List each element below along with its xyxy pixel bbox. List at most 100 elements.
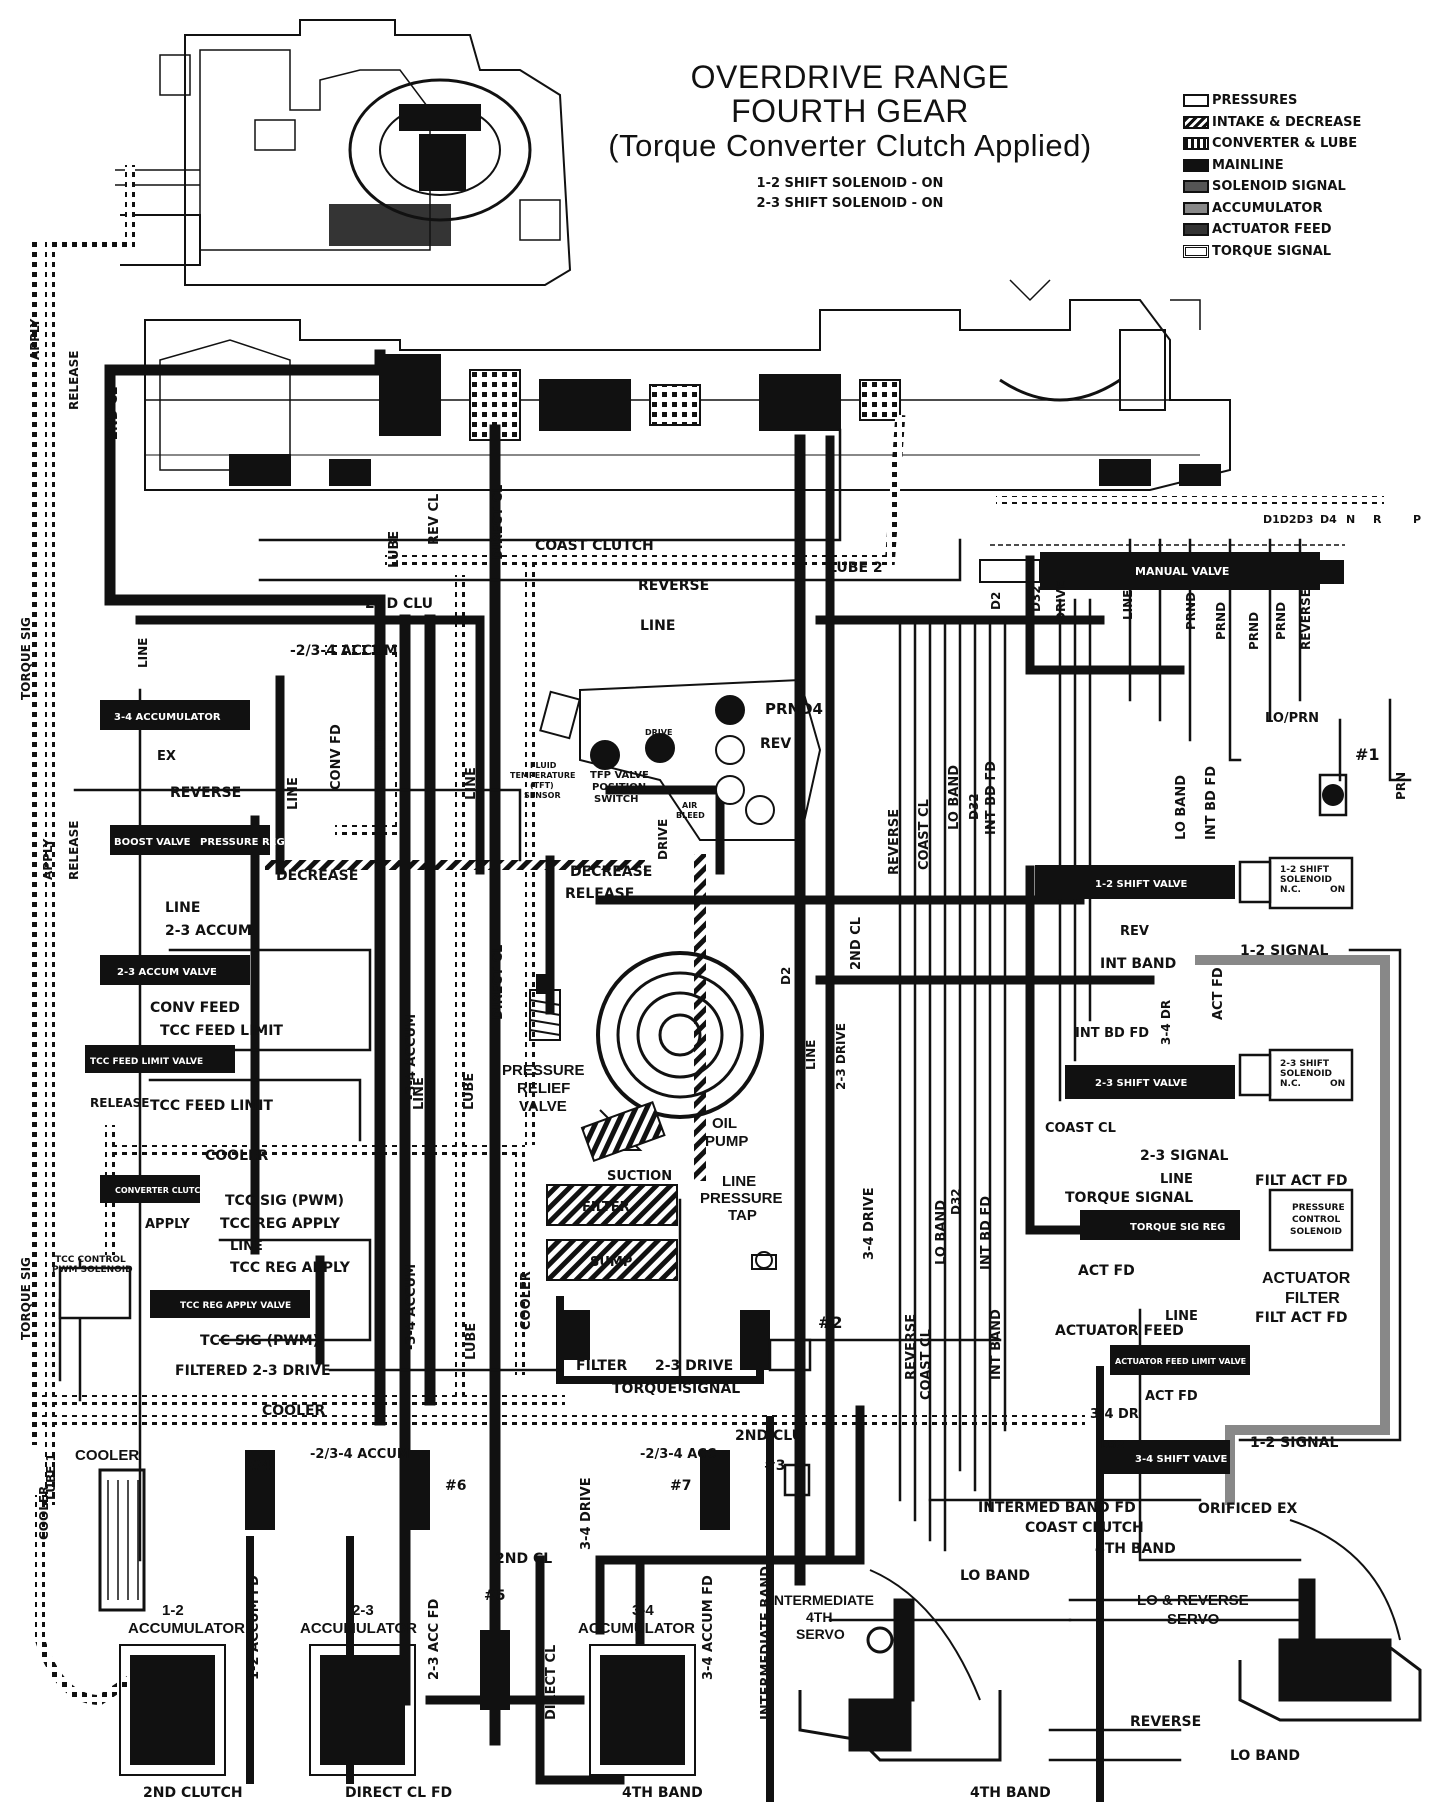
- label-int-servo-1: INTERMEDIATE: [770, 1592, 874, 1608]
- oil-pump: [580, 951, 764, 1163]
- label-pressure-reg: PRESSURE REG: [200, 837, 285, 848]
- label-fluid-1: FLUID: [530, 761, 557, 770]
- label-prnd-b: PRND: [1214, 602, 1228, 640]
- pressure-relief-valve: [529, 974, 561, 1041]
- label-2nd-clu: 2ND CLU: [365, 596, 433, 612]
- label-actuator-feed: ACTUATOR FEED: [1055, 1323, 1184, 1339]
- label-accum-234b: -3-4 ACCUM: [404, 1014, 419, 1100]
- label-sol23-4: ON: [1330, 1079, 1345, 1089]
- label-lo-band3: LO BAND: [1230, 1748, 1300, 1764]
- label-line-23acc: LINE: [165, 900, 200, 916]
- label-r: R: [1373, 513, 1382, 526]
- label-drive-tfp: DRIVE: [645, 728, 672, 737]
- label-2-3-shift-valve: 2-3 SHIFT VALVE: [1095, 1078, 1188, 1089]
- label-act-fd-v: ACT FD: [1211, 967, 1226, 1020]
- label-release-v2: RELEASE: [67, 821, 81, 880]
- label-manual-valve: MANUAL VALVE: [1135, 565, 1229, 578]
- label-torque-sig: TORQUE SIG: [19, 617, 33, 700]
- label-3-4-shift-valve: 3-4 SHIFT VALVE: [1135, 1454, 1228, 1465]
- check-balls: [751, 773, 1348, 1497]
- label-tfp-3: SWITCH: [594, 794, 638, 805]
- label-cooler2: COOLER: [262, 1403, 326, 1419]
- legend-swatch: [1183, 158, 1209, 172]
- label-2nd-clu2: 2ND CLU: [735, 1428, 803, 1444]
- label-tcc-control-2: PWM SOLENOID: [52, 1265, 133, 1275]
- label-filt-act-fd: FILT ACT FD: [1255, 1173, 1348, 1189]
- label-boost-valve: BOOST VALVE: [114, 837, 191, 848]
- label-d1d2d3: D1D2D3: [1263, 513, 1313, 526]
- legend-label: MAINLINE: [1212, 157, 1284, 173]
- label-signal-12: 1-2 SIGNAL: [1240, 943, 1329, 959]
- converter-clutch-valve: [100, 1175, 200, 1203]
- label-int-servo-2: 4TH: [806, 1609, 832, 1625]
- label-drive-34b: 3-4 DR: [1090, 1407, 1139, 1422]
- label-rev-2: REV: [1120, 924, 1149, 939]
- label-accum34-2: ACCUMULATOR: [578, 1620, 695, 1637]
- label-drive-mv: DRIVE: [1054, 581, 1068, 622]
- label-lube2: LUBE 2: [828, 560, 883, 576]
- label-accum-fd-34: 3-4 ACCUM FD: [701, 1575, 716, 1680]
- label-tcc-feed-lim: TCC FEED LIMIT: [160, 1023, 283, 1039]
- label-apply-2: APPLY: [145, 1217, 190, 1232]
- label-lube-2: LUBE 2: [374, 699, 389, 750]
- label-prnd-d: PRND: [1274, 602, 1288, 640]
- label-rel: RELEASE: [90, 1096, 149, 1110]
- label-drive-34: 3-4 DR: [1159, 1000, 1173, 1045]
- label-cooler-v2: COOLER: [519, 1271, 534, 1330]
- label-line-v3: LINE: [412, 1077, 427, 1110]
- legend-item: MAINLINE: [1183, 155, 1448, 177]
- label-sol12-4: ON: [1330, 885, 1345, 895]
- legend-swatch: [1183, 115, 1209, 129]
- legend-label: INTAKE & DECREASE: [1212, 114, 1362, 130]
- label-coast-clutch2: COAST CLUTCH: [1025, 1520, 1144, 1536]
- legend-label: TORQUE SIGNAL: [1212, 243, 1332, 259]
- label-p: P: [1413, 513, 1421, 526]
- label-sump: SUMP: [590, 1255, 632, 1270]
- label-line: LINE: [640, 618, 675, 634]
- label-d2: D2: [989, 592, 1003, 610]
- label-decrease-r: DECREASE: [570, 864, 652, 880]
- label-drive-23: 2-3 DRIVE: [834, 1023, 848, 1090]
- tcc-feed-limit-valve: [85, 1045, 235, 1073]
- label-acc-fd-23: 2-3 ACC FD: [427, 1598, 442, 1680]
- label-fluid-3: (TFT): [530, 781, 554, 790]
- label-prnd4: PRND4: [765, 700, 823, 718]
- label-act-fd-1: ACT FD: [1078, 1263, 1135, 1279]
- label-reverse3: REVERSE: [1130, 1714, 1201, 1730]
- label-rev-cl: REV CL: [427, 494, 442, 545]
- label-2nd-clutch: 2ND CLUTCH: [143, 1785, 243, 1801]
- label-orificed-ex: ORIFICED EX: [1198, 1501, 1298, 1517]
- label-tcc-feed-limit-valve: TCC FEED LIMIT VALVE: [90, 1057, 203, 1067]
- title-line1: OVERDRIVE RANGE: [690, 59, 1010, 95]
- label-accum12-2: ACCUMULATOR: [128, 1620, 245, 1637]
- label-pressure-relief-3: VALVE: [519, 1098, 567, 1115]
- label-apply: APPLY: [28, 318, 42, 360]
- label-drive-v: DRIVE: [656, 819, 670, 860]
- label-torque-signal: TORQUE SIGNAL: [1065, 1190, 1193, 1206]
- label-lube-v: LUBE: [462, 1073, 477, 1110]
- label-torque-sig-v2: TORQUE SIG: [19, 1257, 33, 1340]
- label-pcs-3: SOLENOID: [1290, 1227, 1342, 1237]
- label-int-servo-3: SERVO: [796, 1626, 845, 1642]
- label-accum-234d: -2/3-4 ACC: [640, 1447, 716, 1462]
- label-line-pressure-2: PRESSURE: [700, 1190, 783, 1207]
- label-drive-34c: 3-4 DRIVE: [862, 1187, 877, 1260]
- label-check3: #3: [764, 1458, 785, 1474]
- label-lo-band4: LO BAND: [934, 1200, 949, 1265]
- legend-label: PRESSURES: [1212, 93, 1298, 109]
- label-line-tcc: LINE: [230, 1239, 263, 1254]
- label-signal-23: 2-3 SIGNAL: [1140, 1148, 1229, 1164]
- label-tcc-reg-apply2: TCC REG APPLY: [230, 1260, 351, 1276]
- label-d32: D32: [1029, 585, 1043, 612]
- 1-2-shift-valve: [1035, 865, 1235, 899]
- label-oil-pump-1: OIL: [712, 1115, 737, 1132]
- label-check5: #5: [484, 1588, 505, 1604]
- label-release: RELEASE: [67, 351, 81, 410]
- label-drive-23b: 2-3 DRIVE: [655, 1358, 733, 1374]
- label-lo-band-v: LO BAND: [947, 765, 962, 830]
- label-accum-fd-12: 1-2 ACCUM FD: [247, 1575, 262, 1680]
- label-decrease: DECREASE: [276, 868, 358, 884]
- label-d32b: D32: [949, 1188, 963, 1215]
